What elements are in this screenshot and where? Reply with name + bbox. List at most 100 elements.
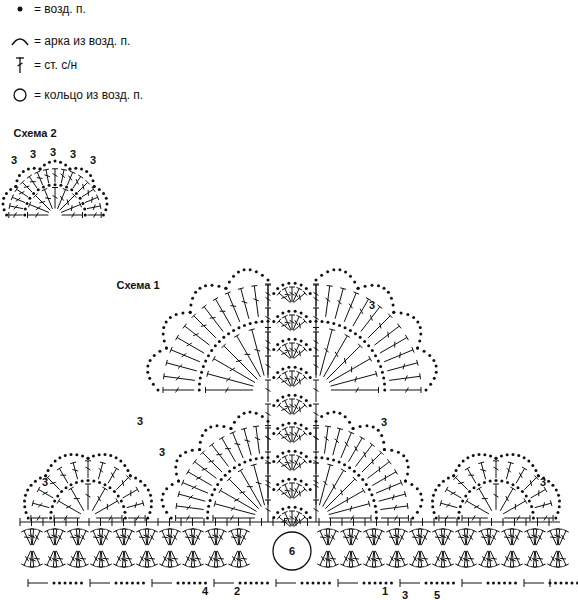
chain-dot bbox=[397, 451, 400, 454]
stitch-slash bbox=[435, 537, 441, 539]
chain-dot bbox=[165, 320, 168, 323]
chain-dot bbox=[103, 483, 106, 486]
stitch-bar bbox=[507, 528, 513, 530]
stitch-bar bbox=[400, 480, 402, 486]
chain-dot bbox=[210, 349, 213, 352]
stitch-slash bbox=[232, 556, 235, 561]
stitch-stem bbox=[323, 470, 344, 506]
stitch-slash bbox=[451, 492, 456, 495]
stitch-stem bbox=[29, 177, 37, 188]
chain-dot bbox=[416, 511, 419, 514]
stitch-slash bbox=[299, 463, 301, 469]
stitch-stem bbox=[513, 531, 520, 546]
stitch-slash bbox=[18, 63, 23, 66]
stitch-bar bbox=[83, 530, 88, 533]
stitch-slash bbox=[57, 558, 63, 560]
stitch-bar bbox=[313, 452, 319, 453]
stitch-slash bbox=[186, 516, 189, 521]
stitch-stem bbox=[61, 170, 64, 183]
chain-dot bbox=[123, 511, 126, 514]
stitch-bar bbox=[488, 566, 494, 568]
chain-dot bbox=[177, 582, 180, 585]
chain-dot bbox=[81, 455, 84, 458]
chain-dot bbox=[232, 329, 235, 332]
chain-dot bbox=[433, 377, 436, 380]
stitch-bar bbox=[303, 431, 307, 436]
stitch-stem bbox=[268, 308, 269, 330]
chain-dot bbox=[459, 505, 462, 508]
chain-dot bbox=[556, 511, 559, 514]
stitch-bar bbox=[371, 515, 372, 521]
chain-dot bbox=[158, 350, 161, 353]
stitch-bar bbox=[228, 530, 233, 533]
base-tick bbox=[284, 518, 285, 526]
stitch-stem bbox=[435, 551, 442, 566]
stitch-bar bbox=[376, 371, 378, 377]
stitch-bar bbox=[478, 530, 483, 533]
stitch-slash bbox=[266, 412, 271, 415]
stitch-slash bbox=[107, 504, 108, 510]
chain-dot bbox=[359, 336, 362, 339]
stitch-bar bbox=[378, 387, 379, 393]
stitch-bar bbox=[68, 487, 73, 490]
stitch-bar bbox=[113, 564, 118, 567]
stitch-stem bbox=[95, 501, 117, 514]
base-tick bbox=[100, 518, 101, 526]
stitch-stem bbox=[279, 461, 290, 471]
stitch-slash bbox=[226, 377, 230, 381]
stitch-slash bbox=[507, 468, 511, 472]
chain-dot bbox=[204, 284, 207, 287]
stitch-bar bbox=[333, 530, 338, 533]
chain-dot bbox=[47, 469, 50, 472]
stitch-stem bbox=[148, 531, 155, 546]
chain-dot bbox=[419, 493, 422, 496]
stitch-bar bbox=[329, 329, 335, 331]
stitch-bar bbox=[211, 528, 217, 530]
chain-dot bbox=[126, 582, 129, 585]
stitch-bar bbox=[116, 498, 119, 503]
chain-dot bbox=[281, 368, 284, 371]
stitch-bar bbox=[175, 564, 180, 567]
stitch-slash bbox=[225, 448, 231, 449]
callout-number: 4 bbox=[202, 586, 208, 597]
chain-dot bbox=[84, 214, 87, 217]
chain-dot bbox=[466, 456, 469, 459]
stitch-stem bbox=[333, 429, 340, 456]
chain-dot bbox=[30, 484, 33, 487]
chain-dot bbox=[487, 582, 490, 585]
stitch-stem bbox=[60, 196, 75, 211]
stitch-slash bbox=[367, 556, 370, 561]
stitch-stem bbox=[28, 215, 49, 216]
chain-dot bbox=[305, 427, 308, 430]
base-tick bbox=[181, 518, 182, 526]
stitch-bar bbox=[303, 347, 307, 352]
stitch-bar bbox=[100, 566, 106, 568]
chain-dot bbox=[361, 478, 364, 481]
chain-dot bbox=[434, 488, 437, 491]
stitch-slash bbox=[392, 494, 394, 500]
chain-dot bbox=[255, 457, 258, 460]
stitch-bar bbox=[404, 491, 406, 497]
stitch-bar bbox=[113, 530, 118, 533]
stitch-bar bbox=[32, 500, 34, 506]
chain-dot bbox=[367, 344, 370, 347]
stitch-slash bbox=[347, 497, 348, 503]
stitch-stem bbox=[324, 426, 328, 453]
chain-dot bbox=[33, 167, 36, 170]
chain-dot bbox=[104, 208, 107, 211]
stitch-bar bbox=[277, 375, 281, 380]
stitch-bar bbox=[214, 501, 216, 507]
stitch-stem bbox=[177, 338, 204, 354]
stitch-slash bbox=[111, 473, 114, 478]
base-tick bbox=[146, 518, 147, 526]
stitch-bar bbox=[289, 315, 295, 316]
chain-dot bbox=[24, 208, 27, 211]
stitch-stem bbox=[439, 518, 456, 519]
stitch-bar bbox=[557, 566, 563, 568]
chain-dot bbox=[261, 274, 264, 277]
chain-dot bbox=[162, 332, 165, 335]
chain-dot bbox=[309, 460, 312, 463]
chain-dot bbox=[2, 197, 5, 200]
chain-dot bbox=[512, 453, 515, 456]
stitch-bar bbox=[282, 427, 287, 430]
